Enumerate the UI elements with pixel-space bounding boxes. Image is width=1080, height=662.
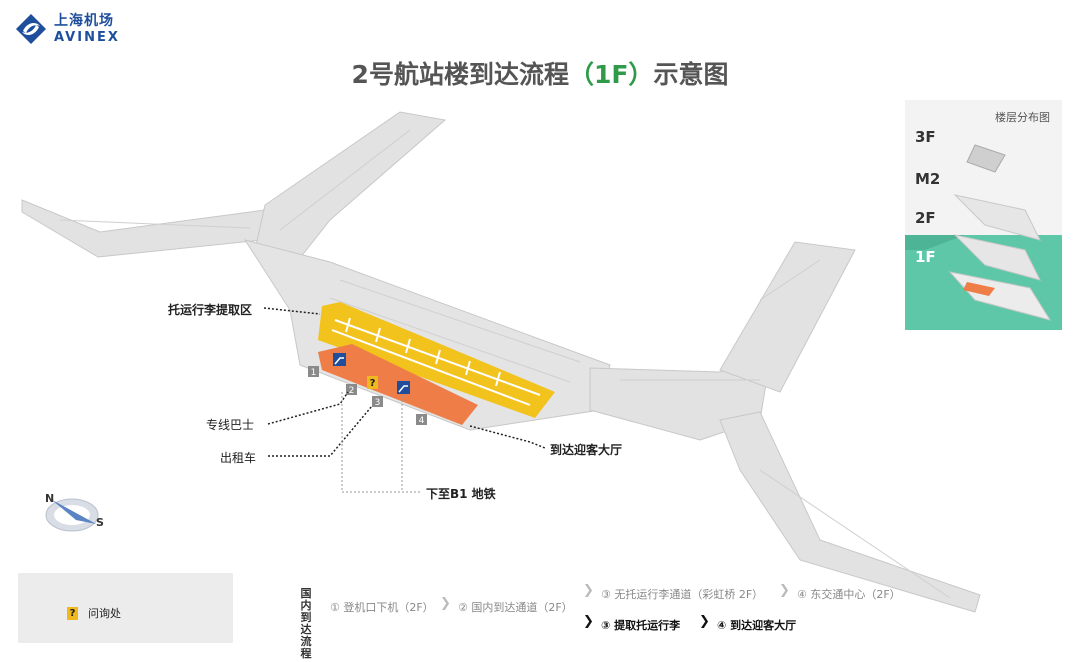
- svg-text:?: ?: [370, 378, 376, 389]
- logo: 上海机场 AVINEX: [14, 12, 120, 46]
- floor-stack-diagram: [905, 144, 1062, 330]
- logo-cn: 上海机场: [54, 13, 114, 29]
- process-step: ② 国内到达通道（2F）: [458, 601, 573, 614]
- map-detail-lines: [59, 129, 951, 599]
- process-step: ③ 无托运行李通道（彩虹桥 2F）: [601, 588, 764, 601]
- exit-marker-1: 1: [311, 368, 317, 378]
- process-arrow-icon: ❯: [583, 614, 594, 629]
- info-desk-icon: [367, 376, 378, 389]
- floor-1f[interactable]: 1F: [915, 248, 936, 266]
- exit-marker-4: 4: [419, 416, 425, 426]
- process-arrow-icon: ❯: [583, 583, 594, 598]
- floor-panel-title: 楼层分布图: [995, 111, 1050, 124]
- process-title: 国内到达流程: [300, 587, 312, 660]
- right-north-pier: [719, 241, 856, 393]
- floor-2f[interactable]: 2F: [915, 209, 936, 227]
- title-post: 示意图: [653, 60, 729, 89]
- exit-marker-2: 2: [349, 386, 355, 396]
- process-arrow-icon: ❯: [440, 596, 451, 611]
- metro-label: 下至B1 地铁: [426, 487, 496, 501]
- process-step: ④ 到达迎客大厅: [717, 619, 797, 632]
- arrival-hall-label: 到达迎客大厅: [550, 443, 623, 457]
- left-pier: [21, 199, 266, 258]
- compass-north: N: [45, 492, 55, 505]
- leader-lines: [263, 307, 546, 457]
- process-arrow-icon: ❯: [699, 614, 710, 629]
- right-south-pier: [719, 411, 981, 613]
- process-step: ④ 东交通中心（2F）: [797, 588, 901, 601]
- legend-info-desk: ? 问询处: [67, 605, 121, 621]
- process-step: ① 登机口下机（2F）: [330, 601, 434, 614]
- page-title: 2号航站楼到达流程（1F）示意图: [0, 55, 1080, 91]
- info-desk-icon: ?: [67, 606, 78, 620]
- logo-en: AVINEX: [54, 30, 120, 45]
- exit-markers: [308, 366, 427, 425]
- baggage-carousels: [331, 317, 541, 406]
- floor-distribution-panel: 楼层分布图 3F M2 2F 1F: [905, 100, 1062, 330]
- exit-marker-3: 3: [375, 398, 381, 408]
- title-floor: （1F）: [568, 60, 654, 89]
- floor-3f[interactable]: 3F: [915, 128, 936, 146]
- taxi-label: 出租车: [220, 451, 257, 465]
- north-pier: [254, 111, 447, 259]
- title-pre: 2号航站楼到达流程: [351, 60, 569, 89]
- process-step: ③ 提取托运行李: [601, 619, 681, 632]
- compass-icon: [45, 498, 99, 532]
- compass-south: S: [96, 516, 104, 529]
- metro-leader: [341, 392, 420, 493]
- bus-label: 专线巴士: [206, 418, 255, 432]
- legend: ? 问询处: [18, 573, 233, 643]
- process-arrow-icon: ❯: [779, 583, 790, 598]
- baggage-claim-label: 托运行李提取区: [168, 303, 253, 317]
- legend-info-label: 问询处: [88, 607, 121, 620]
- floor-m2[interactable]: M2: [915, 170, 941, 188]
- shanghai-airport-logo-icon: [16, 14, 46, 44]
